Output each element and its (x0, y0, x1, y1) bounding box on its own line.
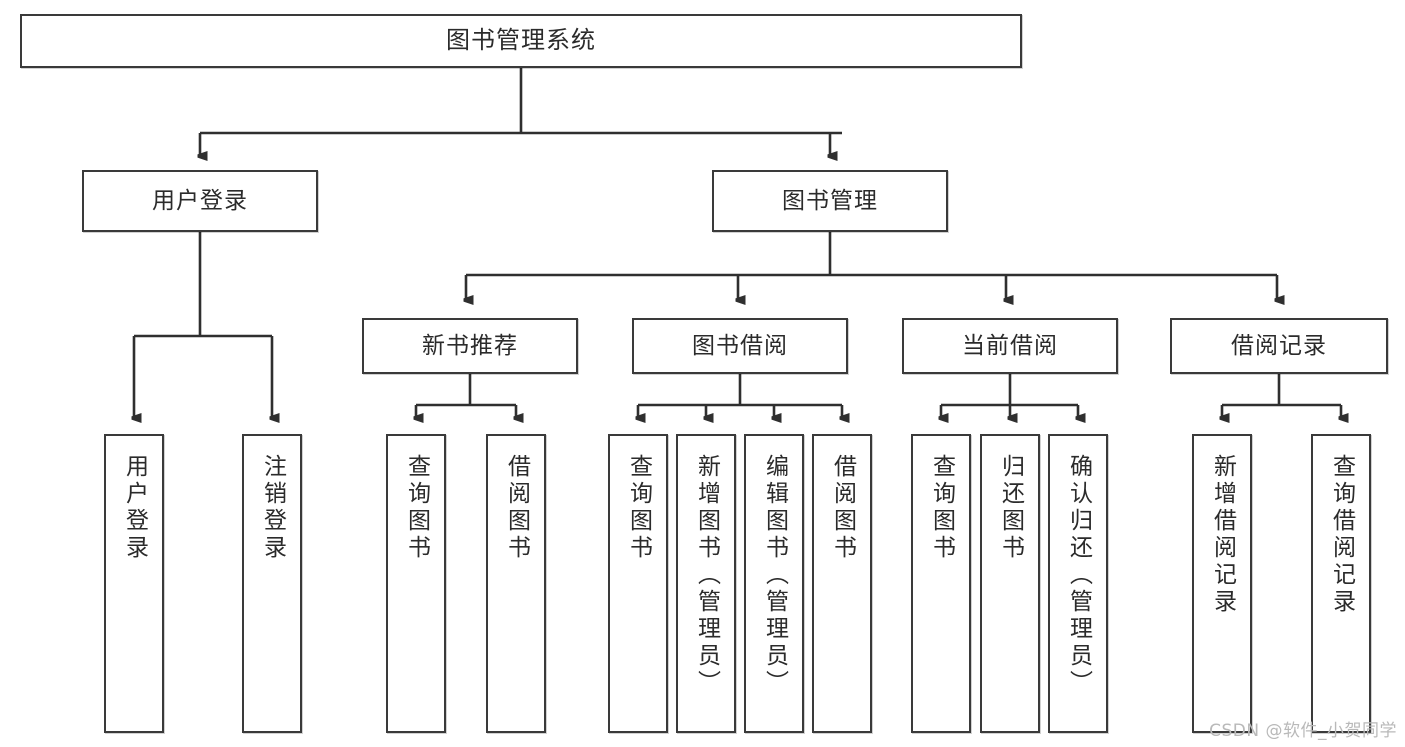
leaf-current-return-book[interactable]: 归还图书 (980, 434, 1040, 733)
node-label: 借阅图书 (503, 454, 530, 562)
node-label: 归还图书 (997, 454, 1024, 562)
leaf-record-query-record[interactable]: 查询借阅记录 (1311, 434, 1371, 733)
leaf-user-logout[interactable]: 注销登录 (242, 434, 302, 733)
node-label: 用户登录 (152, 187, 248, 214)
leaf-user-login[interactable]: 用户登录 (104, 434, 164, 733)
node-label: 确认归还（管理员） (1065, 454, 1092, 697)
node-label: 图书管理 (782, 187, 878, 214)
node-current-borrow[interactable]: 当前借阅 (902, 318, 1118, 374)
node-borrow-record[interactable]: 借阅记录 (1170, 318, 1388, 374)
leaf-borrow-add-book[interactable]: 新增图书（管理员） (676, 434, 736, 733)
node-user-login[interactable]: 用户登录 (82, 170, 318, 232)
watermark: CSDN @软件_小贺同学 (1209, 721, 1397, 741)
node-label: 图书管理系统 (446, 26, 596, 55)
node-label: 查询借阅记录 (1328, 454, 1355, 616)
node-label: 查询图书 (625, 454, 652, 562)
node-label: 图书借阅 (692, 332, 788, 359)
leaf-borrow-edit-book[interactable]: 编辑图书（管理员） (744, 434, 804, 733)
leaf-borrow-borrow-book[interactable]: 借阅图书 (812, 434, 872, 733)
node-label: 借阅记录 (1231, 332, 1327, 359)
node-book-management[interactable]: 图书管理 (712, 170, 948, 232)
node-new-book-recommend[interactable]: 新书推荐 (362, 318, 578, 374)
node-label: 查询图书 (403, 454, 430, 562)
leaf-newbook-borrow-book[interactable]: 借阅图书 (486, 434, 546, 733)
node-label: 新增图书（管理员） (693, 454, 720, 697)
node-label: 注销登录 (259, 454, 286, 562)
leaf-current-query-book[interactable]: 查询图书 (911, 434, 971, 733)
node-label: 借阅图书 (829, 454, 856, 562)
node-label: 当前借阅 (962, 332, 1058, 359)
node-root-system[interactable]: 图书管理系统 (20, 14, 1022, 68)
node-label: 用户登录 (121, 454, 148, 562)
leaf-borrow-query-book[interactable]: 查询图书 (608, 434, 668, 733)
leaf-record-add-record[interactable]: 新增借阅记录 (1192, 434, 1252, 733)
node-label: 查询图书 (928, 454, 955, 562)
node-book-borrow[interactable]: 图书借阅 (632, 318, 848, 374)
node-label: 新增借阅记录 (1209, 454, 1236, 616)
node-label: 新书推荐 (422, 332, 518, 359)
leaf-current-confirm-return[interactable]: 确认归还（管理员） (1048, 434, 1108, 733)
leaf-newbook-query-book[interactable]: 查询图书 (386, 434, 446, 733)
node-label: 编辑图书（管理员） (761, 454, 788, 697)
